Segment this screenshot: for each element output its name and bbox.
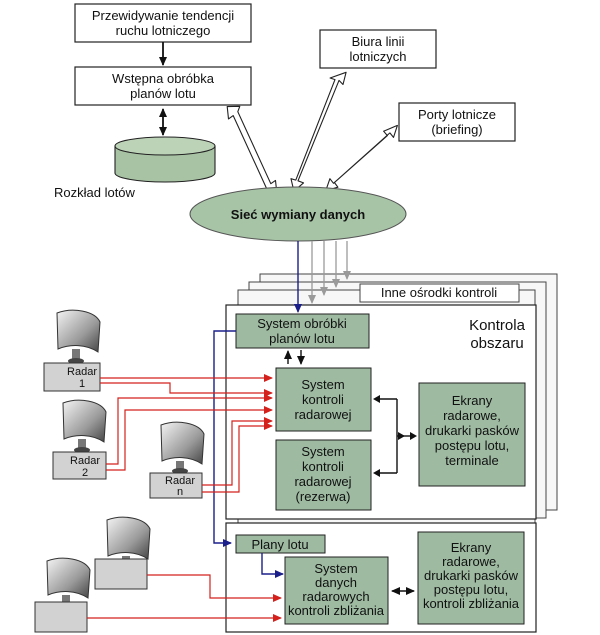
radar-n-to-control-link-2 [202,422,273,493]
approach-system-label-4: kontroli zbliżania [288,603,385,618]
other-control-centres-tag: Inne ośrodki kontroli [359,283,520,303]
approach-system-label-1: System [314,561,357,576]
approach-radar-a-station [94,516,151,590]
area-displays-node: Ekrany radarowe, drukarki pasków postępu… [418,382,526,487]
area-control-title-1: Kontrola [469,317,526,334]
approach-displays-node: Ekrany radarowe, drukarki pasków postępu… [417,531,525,625]
backup-label-3: radarowej [294,474,351,489]
area-displays-label-2: radarowe, [443,408,501,423]
backup-label-2: kontroli [302,459,344,474]
radar-2-to-control-link-2 [106,406,273,471]
approach-system-label-2: danych [315,575,357,590]
airline-offices-label-1: Biura linii [352,34,405,49]
airline-offices-node: Biura linii lotniczych [319,29,437,69]
plan-system-to-flight-plans-link [213,330,236,547]
radar-2-station: Radar 2 [52,399,107,480]
airports-label-1: Porty lotnicze [418,107,496,122]
network-preprocessing-hollow-arrow [226,105,278,194]
area-displays-label-4: postępu lotu, [435,438,509,453]
network-airlines-hollow-arrow [290,71,347,192]
plan-system-label-2: planów lotu [269,331,335,346]
trend-forecast-label-2: ruchu lotniczego [116,23,211,38]
connector-arrowhead-top [373,395,380,403]
radar-n-to-control-link [202,417,273,486]
radar-links [87,374,282,622]
radar-control-label-1: System [301,377,344,392]
radar-control-system-node: System kontroli radarowej [275,367,372,432]
approach-radar-a-link [147,574,282,602]
approach-displays-label-3: drukarki pasków [424,568,519,583]
area-control-title-2: obszaru [470,335,523,352]
network-airports-hollow-arrow [325,124,398,192]
airline-offices-label-2: lotniczych [349,49,406,64]
flight-plans-to-approach-link [261,553,284,578]
airports-briefing-node: Porty lotnicze (briefing) [398,102,516,142]
airports-label-2: (briefing) [431,122,482,137]
plan-system-label-1: System obróbki [257,316,347,331]
area-displays-label-3: drukarki pasków [425,423,520,438]
flight-plans-node: Plany lotu [235,534,326,554]
approach-radar-b-station [34,557,91,633]
radar-n-label-2: n [177,486,183,498]
area-displays-label-1: Ekrany [452,393,493,408]
connector-arrowhead-bottom [373,469,380,477]
radar-n-station: Radar n [149,421,205,499]
flight-plan-preprocessing-node: Wstępna obróbka planów lotu [74,66,252,106]
connector-arrowhead-left [398,432,405,440]
approach-radar-system-node: System danych radarowych kontroli zbliża… [284,556,389,625]
backup-label-4: (rezerwa) [296,489,351,504]
radar-control-backup-node: System kontroli radarowej (rezerwa) [275,439,372,511]
radar-control-label-3: radarowej [294,407,351,422]
approach-displays-label-5: kontroli zbliżania [423,596,520,611]
radar-1-label-2: 1 [79,378,85,390]
flight-schedule-database [114,136,216,183]
radar-1-label-1: Radar [67,366,97,378]
flight-plan-system-node: System obróbki planów lotu [235,313,370,349]
radar-1-station: Radar 1 [43,309,101,392]
trend-forecast-label-1: Przewidywanie tendencji [92,8,234,23]
area-displays-label-5: terminale [445,453,498,468]
radar-2-label-1: Radar [70,455,100,467]
radar-control-label-2: kontroli [302,392,344,407]
backup-label-1: System [301,444,344,459]
network-label: Sieć wymiany danych [231,207,365,222]
radar-n-label-1: Radar [165,475,195,487]
flight-plans-label: Plany lotu [251,537,308,552]
radar-1-to-control-link-2 [100,382,273,397]
approach-displays-label-2: radarowe, [442,554,500,569]
radar-2-label-2: 2 [82,467,88,479]
trend-forecast-node: Przewidywanie tendencji ruchu lotniczego [74,3,252,43]
preprocessing-label-2: planów lotu [130,86,196,101]
approach-displays-label-4: postępu lotu, [434,582,508,597]
connector-arrowhead-right [410,432,417,440]
flight-schedule-label: Rozkład lotów [54,185,136,200]
approach-system-label-3: radarowych [302,589,369,604]
data-exchange-network-node: Sieć wymiany danych [189,186,407,242]
preprocessing-label-1: Wstępna obróbka [112,71,215,86]
radar-2-to-control-link [106,394,273,465]
other-centres-label: Inne ośrodki kontroli [381,285,497,300]
approach-displays-label-1: Ekrany [451,540,492,555]
